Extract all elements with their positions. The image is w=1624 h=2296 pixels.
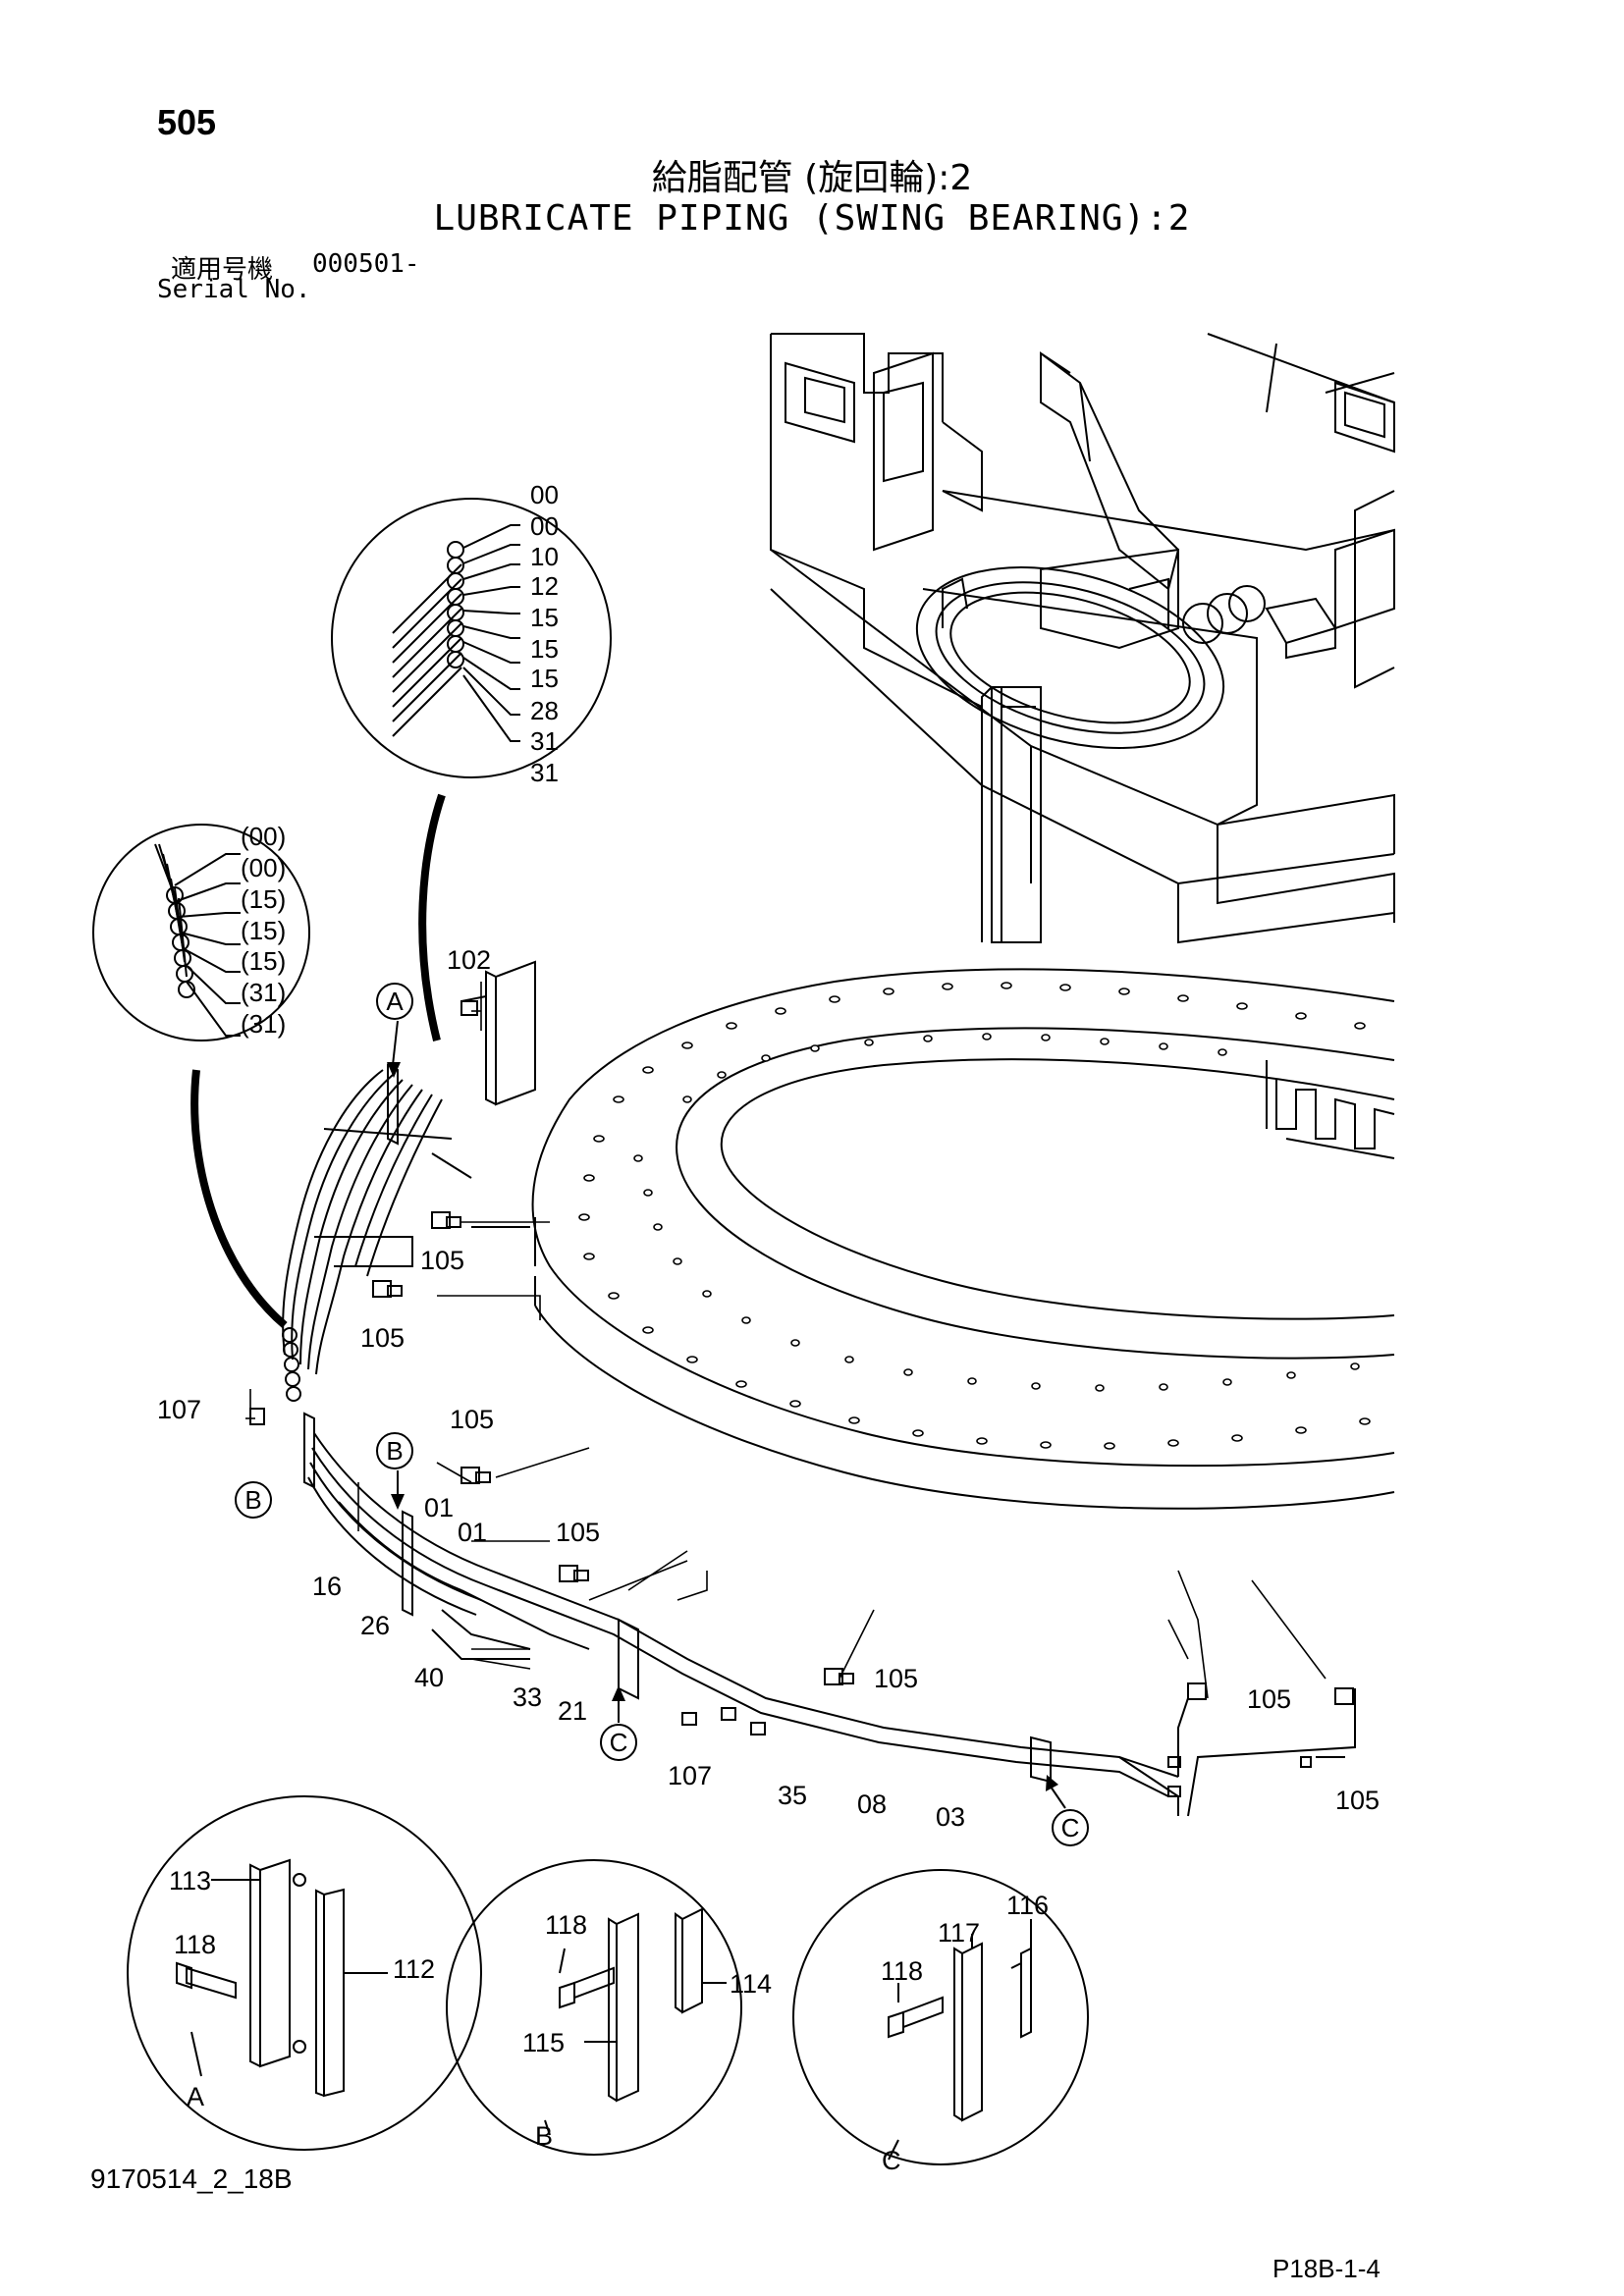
upper-bubble-callouts: 00 00 10 12 15 15 15 28 31 31 bbox=[530, 480, 559, 787]
part-105-a: 105 bbox=[420, 1246, 464, 1275]
callout-31-1: 31 bbox=[530, 726, 559, 756]
callout-12: 12 bbox=[530, 571, 559, 601]
page-number: 505 bbox=[157, 102, 217, 142]
detail-a-part-112: 112 bbox=[393, 1954, 435, 1984]
callout-paren-00-1: (00) bbox=[241, 822, 286, 851]
callout-leader-lines bbox=[245, 982, 1326, 1699]
part-number-labels: 102 105 105 105 105 105 105 105 107 107 … bbox=[157, 945, 1380, 1832]
callout-paren-15-3: (15) bbox=[241, 946, 286, 976]
part-105-c: 105 bbox=[450, 1405, 494, 1434]
fittings bbox=[249, 1000, 1354, 1797]
part-105-b: 105 bbox=[360, 1323, 405, 1353]
view-markers bbox=[235, 983, 1089, 1846]
callout-15-1: 15 bbox=[530, 603, 559, 632]
part-26: 26 bbox=[360, 1611, 390, 1640]
part-102: 102 bbox=[447, 945, 491, 975]
drawing-id: 9170514_2_18B bbox=[90, 2163, 293, 2194]
part-01-b: 01 bbox=[458, 1518, 487, 1547]
detail-c-part-117: 117 bbox=[938, 1918, 980, 1948]
view-marker-a: A bbox=[386, 987, 404, 1016]
serial-number-range: 000501- bbox=[312, 249, 420, 279]
view-marker-b-upper: B bbox=[386, 1436, 403, 1466]
callout-paren-15-2: (15) bbox=[241, 916, 286, 945]
detail-a-letter: A bbox=[187, 2082, 204, 2111]
part-08: 08 bbox=[857, 1789, 887, 1819]
part-01-a: 01 bbox=[424, 1493, 454, 1522]
upperstructure-illustration bbox=[770, 333, 1395, 944]
callout-paren-00-2: (00) bbox=[241, 853, 286, 882]
detail-b-part-118: 118 bbox=[545, 1910, 587, 1940]
page-title-japanese: 給脂配管 (旋回輪):2 bbox=[651, 158, 973, 198]
hose-ends-detail-bubble bbox=[92, 824, 310, 1329]
callout-15-3: 15 bbox=[530, 664, 559, 693]
left-bubble-callouts: (00) (00) (15) (15) (15) (31) (31) bbox=[241, 822, 286, 1039]
detail-c-letter: C bbox=[882, 2146, 901, 2175]
terminal-block bbox=[460, 960, 536, 1106]
bearing-bolt-holes bbox=[578, 982, 1371, 1450]
detail-circle-a bbox=[127, 1795, 482, 2151]
callout-15-2: 15 bbox=[530, 634, 559, 664]
serial-label-japanese: 適用号機 bbox=[171, 255, 274, 285]
detail-b-part-115: 115 bbox=[522, 2028, 565, 2057]
part-107-a: 107 bbox=[157, 1395, 201, 1424]
part-33: 33 bbox=[513, 1682, 542, 1712]
detail-a-part-118: 118 bbox=[174, 1930, 216, 1959]
callout-paren-15-1: (15) bbox=[241, 884, 286, 914]
manifold-detail-bubble bbox=[331, 498, 612, 1041]
detail-b-letter: B bbox=[535, 2121, 553, 2151]
callout-00-2: 00 bbox=[530, 511, 559, 541]
part-105-e: 105 bbox=[874, 1664, 918, 1693]
part-105-f: 105 bbox=[1247, 1684, 1291, 1714]
swing-bearing-illustration bbox=[531, 968, 1395, 1510]
callout-28: 28 bbox=[530, 696, 559, 725]
sheet-code: P18B-1-4 bbox=[1272, 2254, 1380, 2283]
callout-00-1: 00 bbox=[530, 480, 559, 509]
part-16: 16 bbox=[312, 1572, 342, 1601]
part-40: 40 bbox=[414, 1663, 444, 1692]
detail-b-part-114: 114 bbox=[730, 1969, 772, 1999]
page-title-english: LUBRICATE PIPING (SWING BEARING):2 bbox=[433, 198, 1191, 239]
view-marker-c-mid: C bbox=[610, 1728, 628, 1757]
callout-paren-31-1: (31) bbox=[241, 978, 286, 1007]
callout-10: 10 bbox=[530, 542, 559, 571]
detail-circle-c bbox=[792, 1869, 1089, 2165]
callout-31-2: 31 bbox=[530, 758, 559, 787]
serial-label-english: Serial No. bbox=[157, 275, 311, 304]
callout-paren-31-2: (31) bbox=[241, 1009, 286, 1039]
part-35: 35 bbox=[778, 1781, 807, 1810]
detail-a-part-113: 113 bbox=[169, 1866, 211, 1896]
detail-circle-b bbox=[446, 1859, 742, 2156]
part-107-b: 107 bbox=[668, 1761, 712, 1790]
view-marker-pointers bbox=[387, 1062, 1058, 1791]
grease-hose-bundle bbox=[282, 1063, 1356, 1817]
part-105-g: 105 bbox=[1335, 1786, 1380, 1815]
detail-view-labels: 113 118 112 A 118 114 115 B 116 117 118 … bbox=[169, 1866, 1049, 2175]
detail-c-part-118: 118 bbox=[881, 1956, 923, 1986]
view-marker-b-left: B bbox=[244, 1485, 261, 1515]
detail-c-part-116: 116 bbox=[1006, 1891, 1049, 1920]
part-03: 03 bbox=[936, 1802, 965, 1832]
view-marker-letters: A B B C C bbox=[244, 987, 1079, 1842]
part-21: 21 bbox=[558, 1696, 587, 1726]
view-marker-c-right: C bbox=[1061, 1813, 1080, 1842]
part-105-d: 105 bbox=[556, 1518, 600, 1547]
